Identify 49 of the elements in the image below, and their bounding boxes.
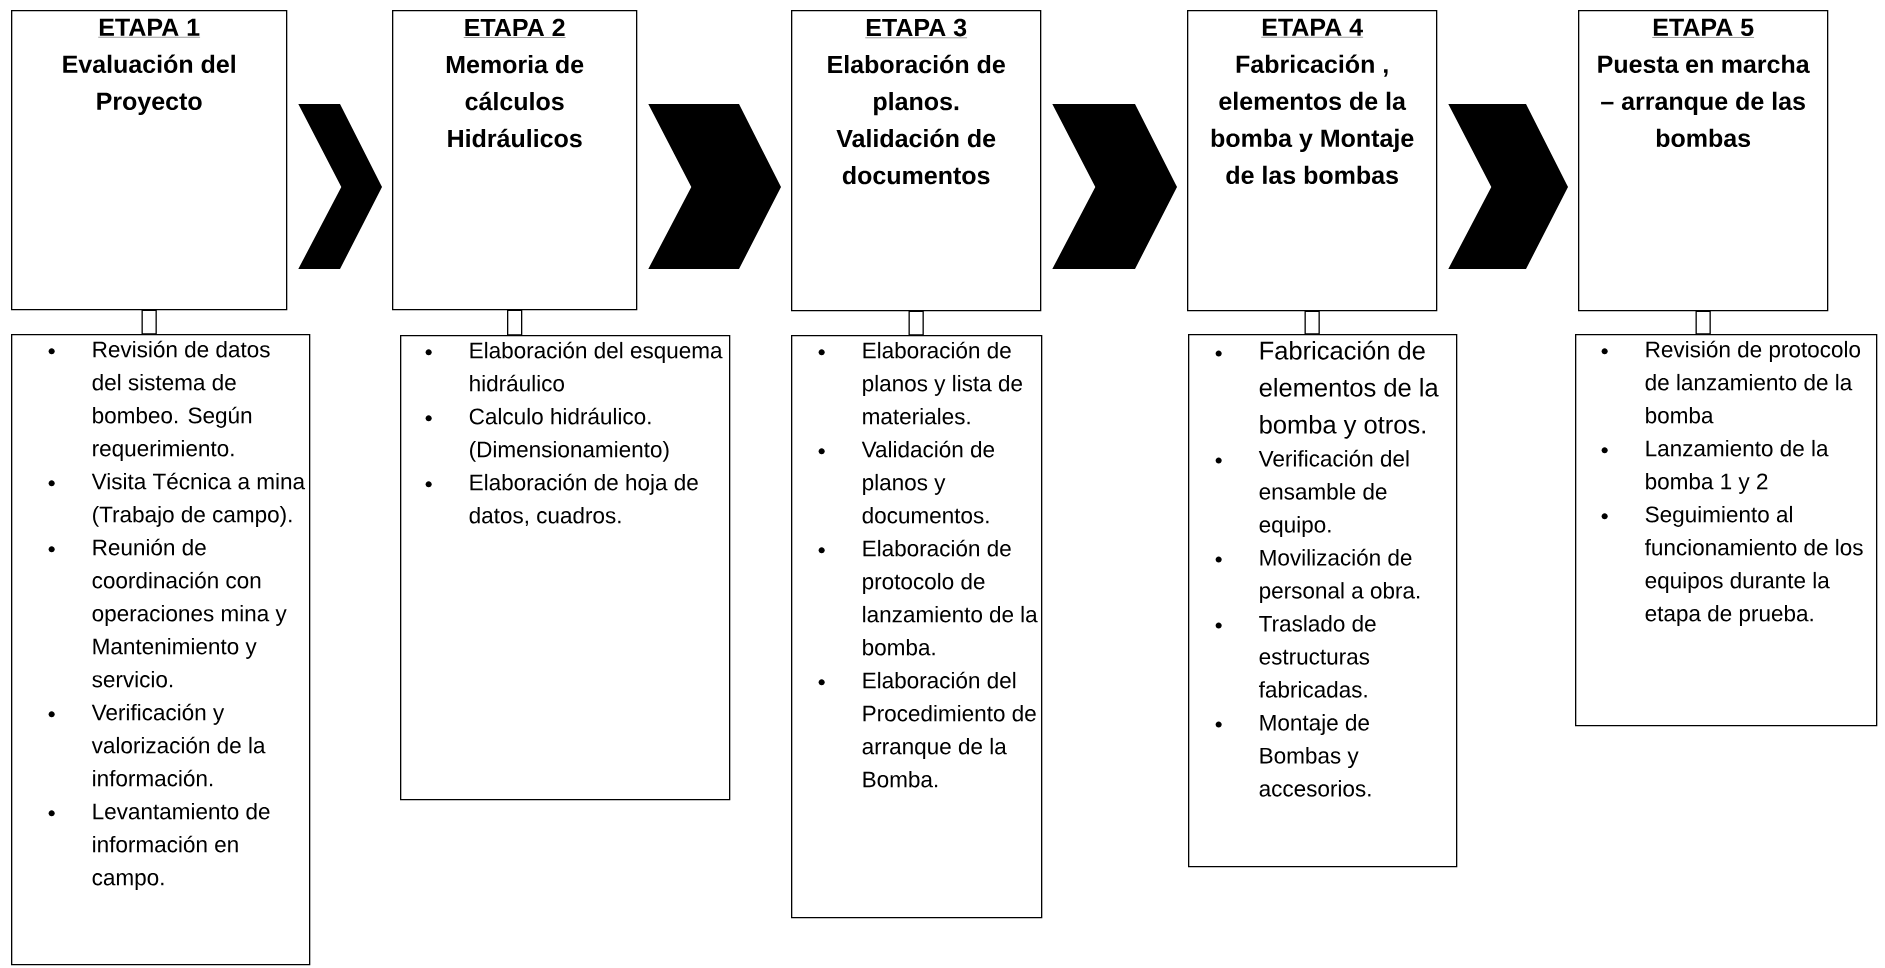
chevron-arrow xyxy=(648,104,781,269)
connector xyxy=(1304,310,1320,335)
bullet-item: Elaboración de hoja de datos, cuadros. xyxy=(425,473,698,527)
chevron-arrow xyxy=(298,104,382,269)
stage-heading: ETAPA 4 xyxy=(1261,18,1364,38)
connector xyxy=(908,310,924,336)
stage-title: Memoria de cálculos Hidráulicos xyxy=(446,55,584,148)
stage-heading: ETAPA 1 xyxy=(98,18,201,38)
bullet-item: Elaboración del esquema hidráulico xyxy=(425,341,723,392)
connector xyxy=(141,309,157,335)
bullet-item: Calculo hidráulico. (Dimensionamiento) xyxy=(425,407,669,462)
task-list-box xyxy=(791,335,1043,919)
stage-box xyxy=(791,10,1042,312)
connector xyxy=(507,309,523,336)
bullet-item: Revisión de datos del sistema de bombeo. Según requerimiento. xyxy=(48,340,270,461)
connector xyxy=(1695,310,1711,335)
bullet-item: Validación de planos y documentos. xyxy=(818,440,995,524)
stage-heading: ETAPA 3 xyxy=(865,18,968,38)
bullet-item: Montaje de Bombas y accesorios. xyxy=(1215,714,1371,797)
bullet-item: Verificación y valorización de la información. xyxy=(48,703,266,787)
chevron-arrow xyxy=(1448,104,1568,269)
task-list-box xyxy=(1188,334,1458,868)
bullet-item: Elaboración de protocolo de lanzamiento de la bomba. xyxy=(818,539,1038,656)
bullet-item: Movilización de personal a obra. xyxy=(1215,548,1420,604)
bullet-item: Seguimiento al funcionamiento de los equipos durante la etapa de prueba. xyxy=(1601,505,1863,626)
stage-box xyxy=(1578,10,1829,312)
bullet-item: Reunión de coordinación con operaciones mina y Mantenimiento y servicio. xyxy=(48,538,287,688)
chevron-arrow xyxy=(1052,104,1177,269)
bullet-item: Lanzamiento de la bomba 1 y 2 xyxy=(1601,439,1829,494)
bullet-item: Traslado de estructuras fabricadas. xyxy=(1215,615,1376,698)
task-list-box xyxy=(1575,334,1878,727)
stage-box xyxy=(1187,10,1438,312)
bullet-item: Elaboración del Procedimiento de arranque de la Bomba. xyxy=(818,671,1036,788)
stage-title: Evaluación del Proyecto xyxy=(63,54,235,116)
task-list-box xyxy=(11,334,311,966)
stage-title: Elaboración de planos. Validación de documentos xyxy=(828,54,1005,185)
bullet-item: Visita Técnica a mina (Trabajo de campo). xyxy=(48,472,306,527)
stage-box xyxy=(392,10,638,311)
bullet-item: Revisión de protocolo de lanzamiento de la bomba xyxy=(1601,340,1861,424)
stage-title: Puesta en marcha – arranque de las bombas xyxy=(1598,54,1810,148)
bullet-item: Levantamiento de información en campo. xyxy=(48,802,270,890)
bullet-item: Verificación del ensamble de equipo. xyxy=(1215,449,1409,538)
stage-title: Fabricación , elementos de la bomba y Montaje de las bombas xyxy=(1211,54,1414,185)
stage-box xyxy=(11,10,288,311)
task-list-box xyxy=(400,335,731,801)
stage-heading: ETAPA 2 xyxy=(463,18,566,38)
stage-heading: ETAPA 5 xyxy=(1652,18,1755,38)
bullet-item: Fabricación de elementos de la bomba y otros. xyxy=(1215,340,1439,439)
bullet-item: Elaboración de planos y lista de materiales. xyxy=(818,341,1022,425)
